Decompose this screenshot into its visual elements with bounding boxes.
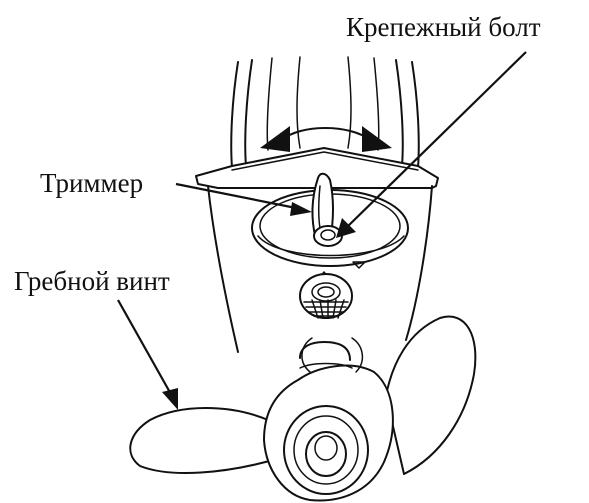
trim-tab-label: Триммер	[40, 168, 143, 198]
mounting-bolt-label: Крепежный болт	[346, 12, 541, 42]
propeller-label: Гребной винт	[14, 266, 170, 296]
water-intake-grille	[300, 274, 352, 318]
propeller	[130, 317, 475, 501]
callout-propeller: Гребной винт	[14, 266, 178, 410]
